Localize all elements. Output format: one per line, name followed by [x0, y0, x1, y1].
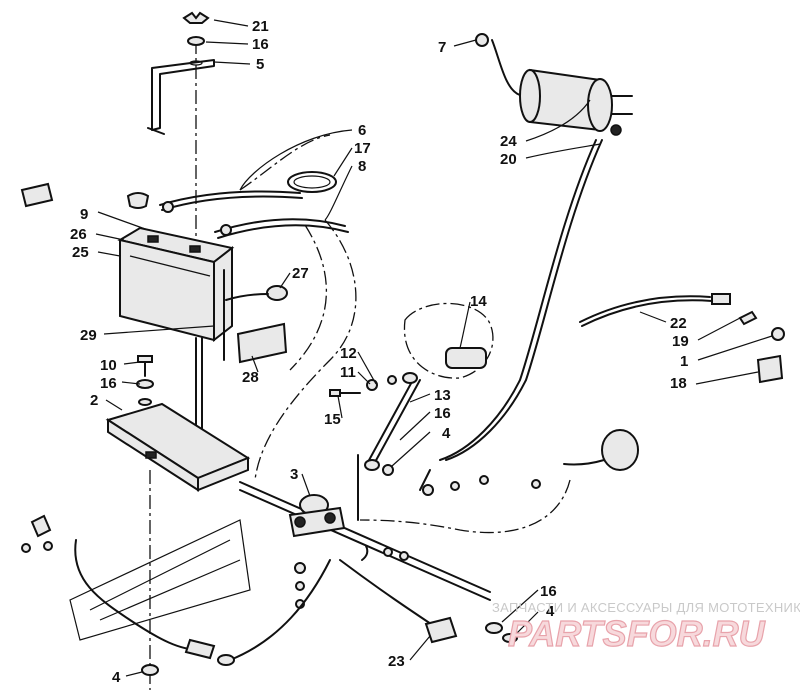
watermark: ЗАПЧАСТИ И АКСЕССУАРЫ ДЛЯ МОТОТЕХНИКИ PA… — [492, 600, 800, 655]
callout-16: 16 — [252, 36, 269, 53]
solenoid-cable — [359, 469, 571, 534]
wiring-lead-part — [579, 293, 785, 384]
horn-part — [563, 429, 639, 471]
callout-26: 26 — [70, 226, 87, 243]
vent-cap-part — [223, 269, 288, 361]
callout-15: 15 — [324, 411, 341, 428]
left-harness — [21, 514, 251, 676]
callout-25: 25 — [72, 244, 89, 261]
callout-20: 20 — [500, 151, 517, 168]
callout-5: 5 — [256, 56, 264, 73]
battery-strap-part — [147, 59, 215, 135]
callout-7: 7 — [438, 39, 446, 56]
callout-13: 13 — [434, 387, 451, 404]
pad-28-part — [236, 322, 288, 364]
callout-3: 3 — [290, 466, 298, 483]
callout-11: 11 — [340, 364, 356, 381]
callout-22: 22 — [670, 315, 687, 332]
callout-16-c: 16 — [434, 405, 451, 422]
bolt-part — [136, 355, 154, 406]
callout-labels: 21 16 5 7 6 17 8 24 20 9 26 25 27 29 28 … — [70, 18, 689, 686]
cable-routes — [239, 134, 357, 481]
callout-4-c: 4 — [112, 669, 121, 686]
callout-10: 10 — [100, 357, 117, 374]
callout-1: 1 — [680, 353, 688, 370]
engine-ghost-outline — [403, 302, 494, 379]
callout-23: 23 — [388, 653, 405, 670]
callout-29: 29 — [80, 327, 97, 344]
callout-28: 28 — [242, 369, 259, 386]
callout-17: 17 — [354, 140, 371, 157]
battery-tray-part — [105, 402, 251, 492]
link-rod-part — [329, 372, 421, 521]
callout-16-d: 16 — [540, 583, 557, 600]
pad-part — [20, 182, 54, 208]
harness-part — [217, 559, 458, 666]
hold-down-rod-part — [195, 337, 203, 441]
callout-14: 14 — [470, 293, 487, 310]
callout-16-b: 16 — [100, 375, 117, 392]
callout-8: 8 — [358, 158, 366, 175]
callout-4-b: 4 — [546, 603, 555, 620]
watermark-caption: ЗАПЧАСТИ И АКСЕССУАРЫ ДЛЯ МОТОТЕХНИКИ — [492, 600, 800, 615]
watermark-logo: PARTSFOR.RU — [508, 613, 766, 654]
lower-right-washers — [485, 622, 518, 643]
callout-2: 2 — [90, 392, 98, 409]
leader-lines — [95, 19, 773, 677]
callout-19: 19 — [672, 333, 689, 350]
battery-part — [117, 226, 235, 343]
starter-motor-part — [439, 33, 633, 461]
callout-6: 6 — [358, 122, 366, 139]
battery-cables — [126, 190, 349, 239]
cable-tie-part — [287, 171, 337, 193]
solenoid-part — [239, 481, 491, 609]
callout-21: 21 — [252, 18, 269, 35]
callout-4-a: 4 — [442, 425, 451, 442]
wing-nut-part — [182, 11, 210, 46]
rod-centerline — [149, 40, 197, 690]
callout-27: 27 — [292, 265, 309, 282]
callout-9: 9 — [80, 206, 88, 223]
callout-24: 24 — [500, 133, 517, 150]
callout-12: 12 — [340, 345, 357, 362]
callout-18: 18 — [670, 375, 687, 392]
